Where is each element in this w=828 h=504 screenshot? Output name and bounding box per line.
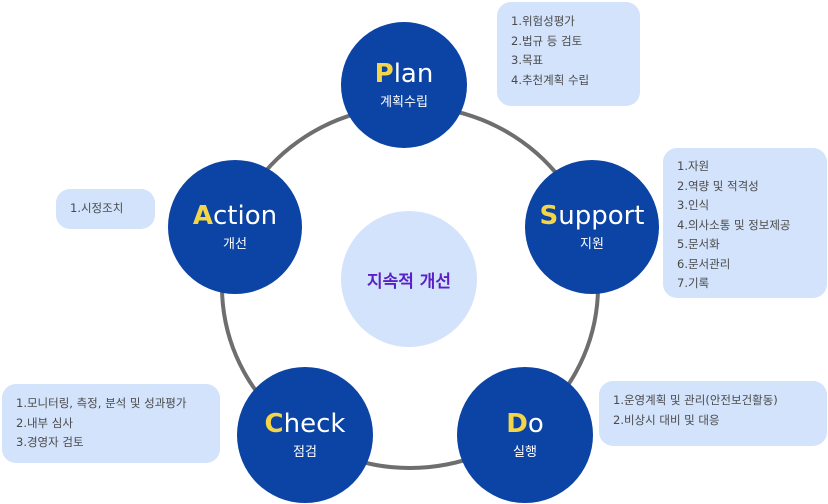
list-item: 1.시정조치	[70, 201, 124, 215]
do-node: Do 실행	[457, 367, 593, 503]
support-node: Support 지원	[525, 160, 659, 294]
action-node: Action 개선	[168, 160, 302, 294]
plan-subtitle: 계획수립	[380, 95, 428, 110]
do-items-list: 1.운영계획 및 관리(안전보건활동) 2.비상시 대비 및 대응	[613, 391, 813, 430]
action-items-list: 1.시정조치	[70, 199, 141, 219]
plan-title-rest: lan	[393, 59, 434, 89]
plan-initial: P	[374, 59, 394, 89]
support-initial: S	[539, 201, 559, 231]
action-subtitle: 개선	[223, 237, 247, 252]
do-title-rest: o	[527, 409, 544, 439]
list-item: 3.목표	[511, 53, 544, 67]
action-initial: A	[192, 201, 213, 231]
list-item: 1.모니터링, 측정, 분석 및 성과평가	[16, 396, 187, 410]
plan-title: Plan	[375, 59, 434, 89]
check-title-rest: heck	[283, 409, 346, 439]
list-item: 2.내부 심사	[16, 415, 73, 430]
list-item: 1.자원	[677, 159, 710, 173]
list-item: 1.운영계획 및 관리(안전보건활동)	[613, 393, 778, 407]
support-title: Support	[539, 201, 644, 231]
do-initial: D	[506, 409, 528, 439]
list-item: 1.위험성평가	[511, 14, 575, 28]
list-item: 4.의사소통 및 정보제공	[677, 217, 791, 232]
check-items-box: 1.모니터링, 측정, 분석 및 성과평가 2.내부 심사 3.경영자 검토	[2, 384, 220, 463]
list-item: 3.경영자 검토	[16, 435, 84, 449]
list-item: 5.문서화	[677, 237, 720, 251]
list-item: 2.비상시 대비 및 대응	[613, 412, 720, 427]
action-title-rest: ction	[213, 201, 278, 231]
support-items-list: 1.자원 2.역량 및 적격성 3.인식 4.의사소통 및 정보제공 5.문서화…	[677, 157, 813, 294]
do-title: Do	[506, 409, 544, 439]
plan-items-box: 1.위험성평가 2.법규 등 검토 3.목표 4.추천계획 수립	[497, 2, 640, 106]
check-items-list: 1.모니터링, 측정, 분석 및 성과평가 2.내부 심사 3.경영자 검토	[16, 394, 206, 453]
do-items-box: 1.운영계획 및 관리(안전보건활동) 2.비상시 대비 및 대응	[599, 381, 827, 446]
plan-node: Plan 계획수립	[341, 22, 467, 148]
center-label: 지속적 개선	[366, 271, 452, 292]
check-subtitle: 점검	[293, 445, 317, 460]
support-items-box: 1.자원 2.역량 및 적격성 3.인식 4.의사소통 및 정보제공 5.문서화…	[663, 148, 827, 298]
check-initial: C	[264, 409, 284, 439]
check-title: Check	[265, 409, 346, 439]
do-subtitle: 실행	[513, 445, 537, 460]
action-title: Action	[193, 201, 277, 231]
list-item: 7.기록	[677, 276, 710, 290]
list-item: 6.문서관리	[677, 256, 731, 271]
list-item: 4.추천계획 수립	[511, 72, 590, 87]
list-item: 3.인식	[677, 198, 710, 212]
support-subtitle: 지원	[580, 237, 604, 252]
plan-items-list: 1.위험성평가 2.법규 등 검토 3.목표 4.추천계획 수립	[511, 12, 626, 90]
support-title-rest: upport	[558, 201, 645, 231]
list-item: 2.역량 및 적격성	[677, 178, 759, 193]
action-items-box: 1.시정조치	[56, 189, 155, 229]
list-item: 2.법규 등 검토	[511, 33, 583, 48]
check-node: Check 점검	[237, 367, 373, 503]
center-circle: 지속적 개선	[341, 211, 477, 347]
